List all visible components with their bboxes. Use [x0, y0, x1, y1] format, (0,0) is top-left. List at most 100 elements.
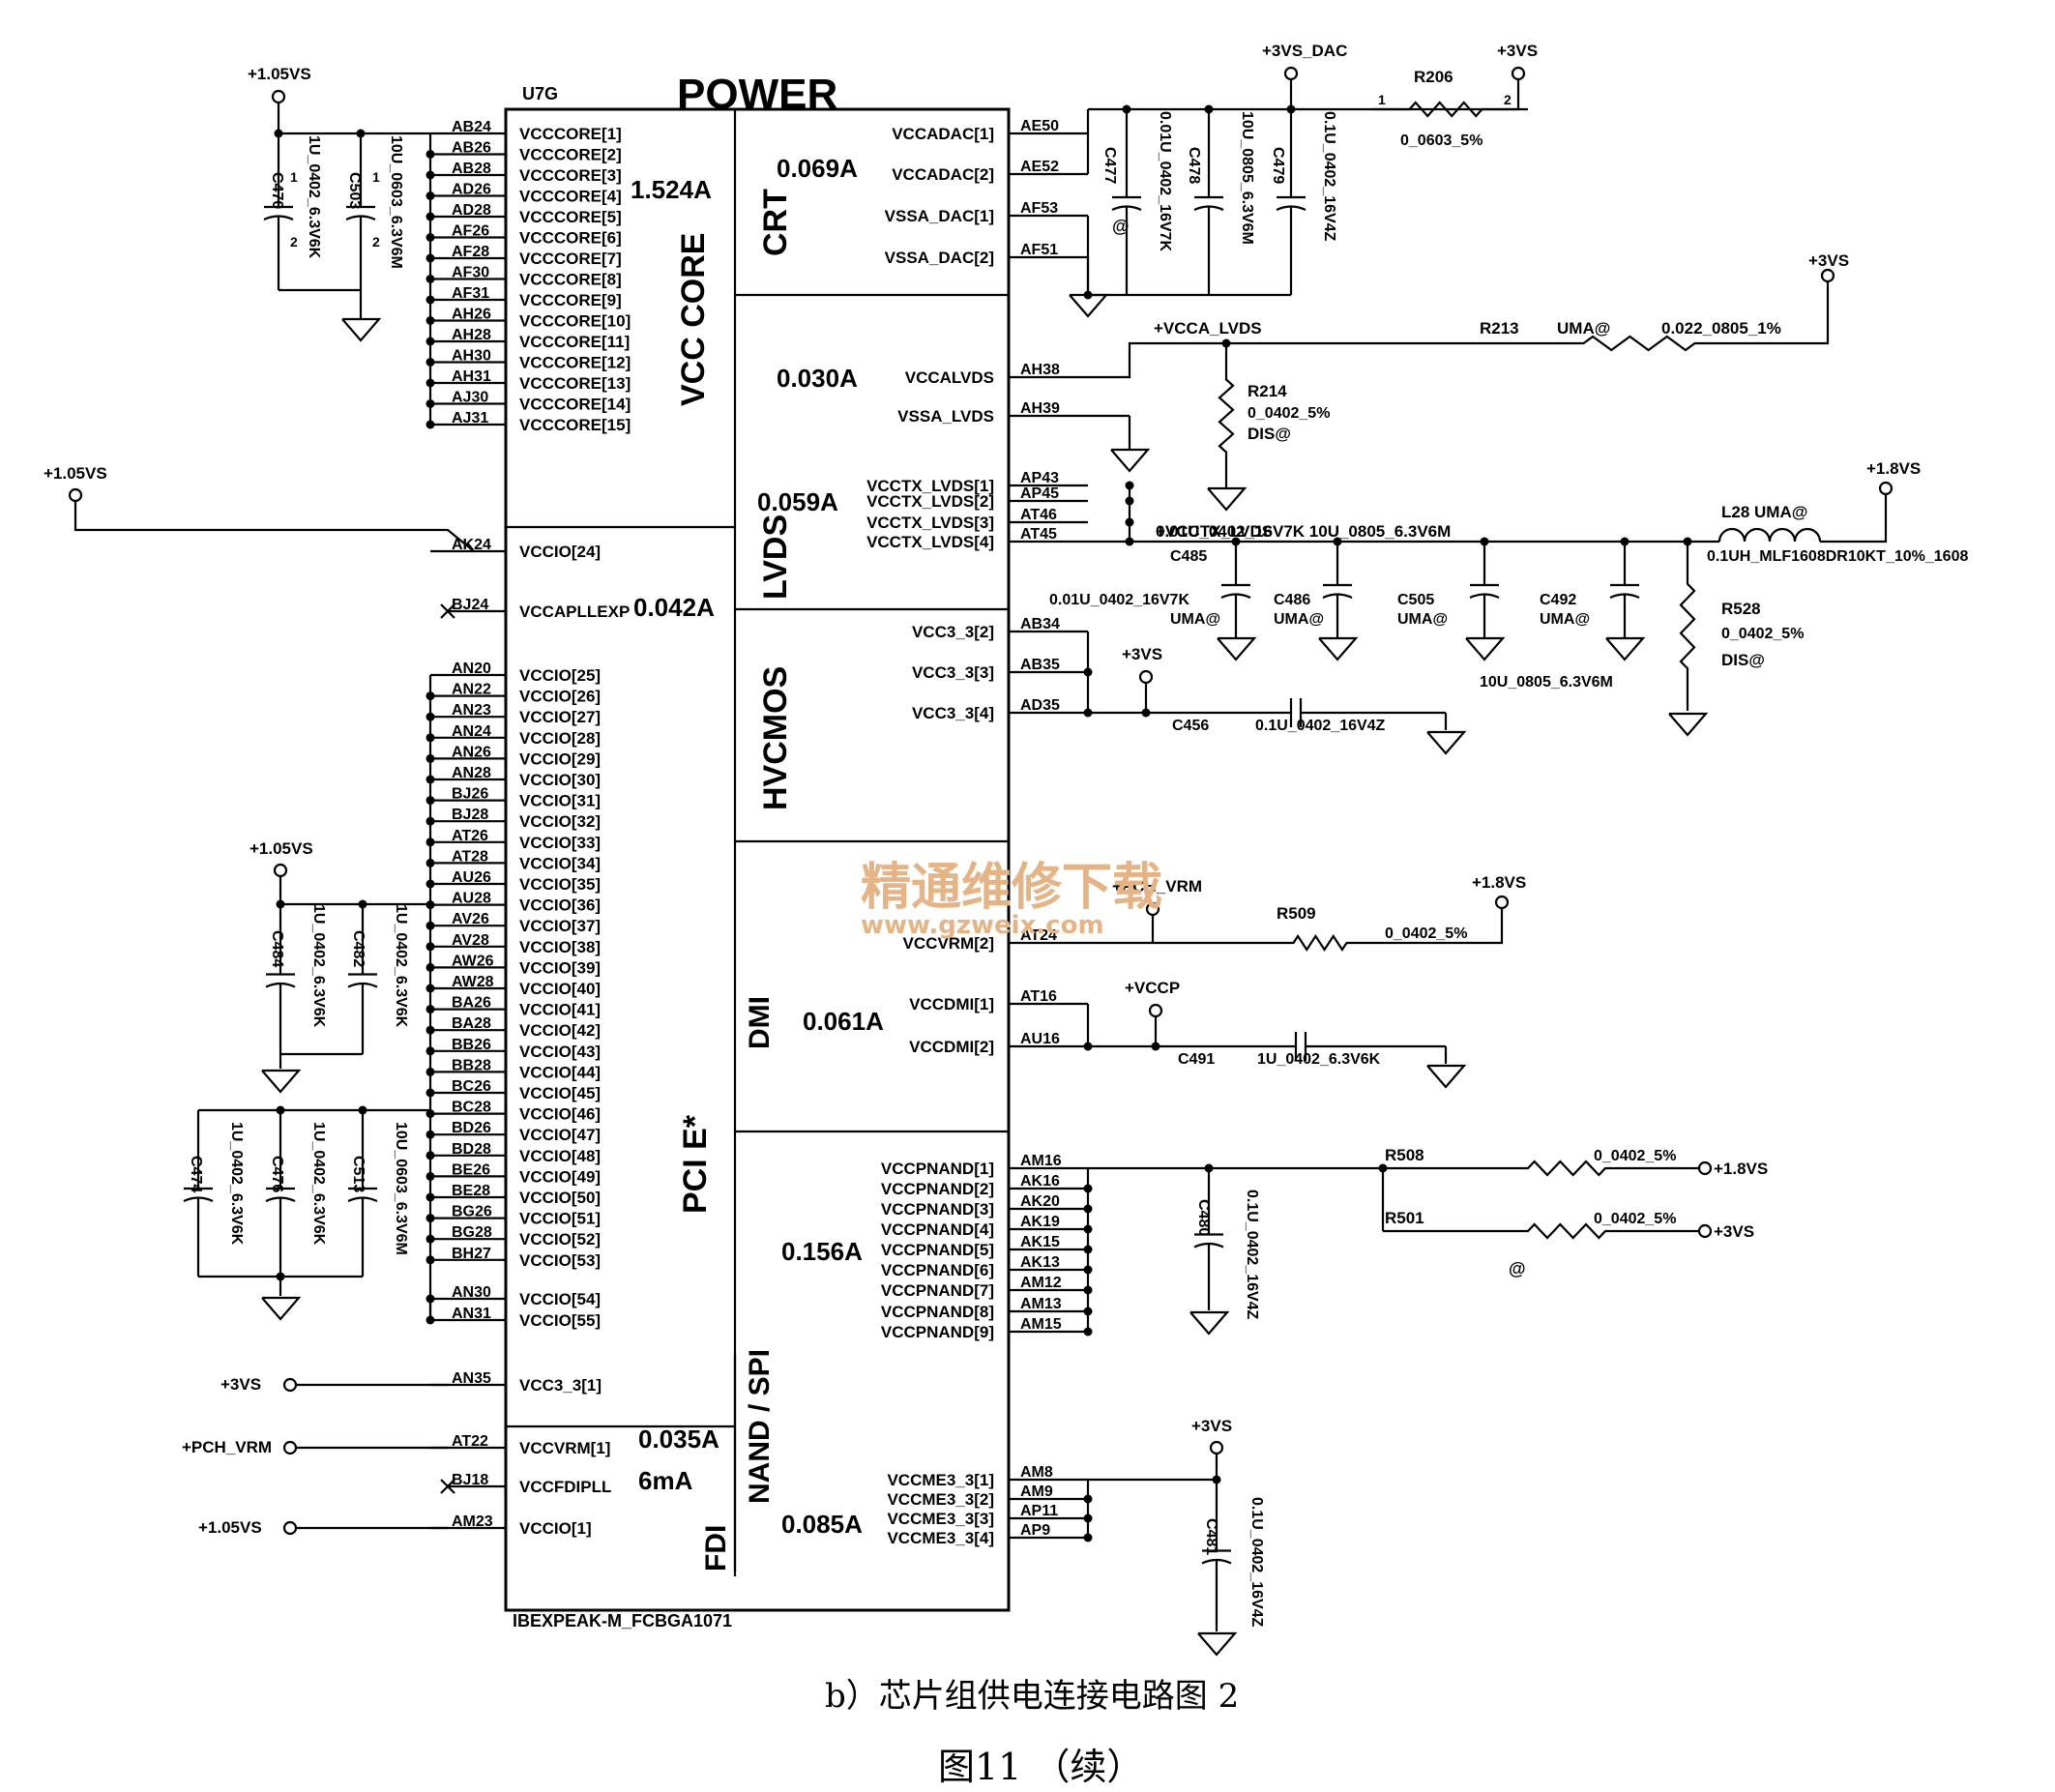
junction — [1083, 1184, 1093, 1193]
vccio-bus-junction — [426, 984, 435, 993]
pin-ball-AT45: AT45 — [1020, 526, 1057, 543]
chip-title: POWER — [677, 71, 837, 118]
pin-ball-BA26: BA26 — [452, 995, 491, 1012]
rail-105-a: +1.05VS — [248, 65, 311, 83]
section-crt: CRT — [757, 189, 794, 256]
vccio-bus-junction — [426, 775, 435, 784]
r501-ref: R501 — [1385, 1209, 1424, 1227]
vccio-bus-junction — [426, 1005, 435, 1014]
pin-name-BD26: VCCIO[47] — [519, 1126, 601, 1144]
c477-value: 0.01U_0402_16V7K — [1157, 111, 1173, 251]
current-nand: 0.156A — [781, 1237, 863, 1266]
r509-value: 0_0402_5% — [1385, 925, 1467, 942]
rail-105-c-terminal — [273, 863, 288, 878]
vccio-bus-junction — [426, 858, 435, 867]
pin-ball-BD28: BD28 — [452, 1141, 491, 1158]
vccio-bus-junction — [426, 1067, 435, 1076]
rail-3-a: +3VS — [220, 1375, 261, 1394]
c486-capacitor — [1322, 542, 1353, 638]
pin-ball-AT28: AT28 — [452, 848, 488, 865]
core-bus-junction — [426, 295, 435, 305]
pin-ball-BE28: BE28 — [452, 1183, 490, 1199]
vccio-bus-junction — [426, 962, 435, 972]
pin-ball-AK15: AK15 — [1020, 1234, 1060, 1250]
junction — [1125, 537, 1134, 546]
pin-name-AE50: VCCADAC[1] — [892, 125, 994, 143]
pin-ball-AT24: AT24 — [1020, 927, 1057, 944]
r213-value: 0.022_0805_1% — [1661, 319, 1781, 338]
pin-ball-AJ31: AJ31 — [452, 410, 488, 426]
vccio-bus-junction — [426, 1025, 435, 1035]
pin-name-AV28: VCCIO[38] — [519, 938, 601, 956]
pin-name-AT28: VCCIO[34] — [519, 854, 601, 872]
pin-ball-AM13: AM13 — [1020, 1296, 1062, 1312]
junction — [1125, 496, 1134, 506]
pin-name-AB35: VCC3_3[3] — [912, 663, 994, 682]
pin-name-BD28: VCCIO[48] — [519, 1147, 601, 1165]
label: 1 — [1378, 92, 1386, 107]
pin-ball-AU26: AU26 — [452, 869, 491, 886]
r206-resistor — [1373, 101, 1518, 118]
r509-ref: R509 — [1277, 904, 1316, 923]
pin-name-AU26: VCCIO[35] — [519, 875, 601, 894]
ground-vccio-a — [261, 1069, 302, 1094]
pin-ball-AM15: AM15 — [1020, 1316, 1062, 1333]
ground-r214 — [1207, 486, 1248, 512]
core-bus-junction — [426, 378, 435, 388]
r509-resistor — [1267, 933, 1373, 953]
pin-ball-AT22: AT22 — [452, 1433, 488, 1450]
c480-capacitor — [1193, 1168, 1224, 1310]
pin-ball-AN22: AN22 — [452, 682, 491, 698]
c478-ref: C478 — [1186, 147, 1202, 184]
current-me: 0.085A — [781, 1510, 863, 1539]
pin-name-AE52: VCCADAC[2] — [892, 165, 994, 184]
rail-18-b: +1.8VS — [1472, 873, 1526, 892]
pin-ball-BG28: BG28 — [452, 1224, 492, 1241]
junction — [1125, 517, 1134, 527]
pin-ball-AB26: AB26 — [452, 140, 491, 157]
rail-vccp: +VCCP — [1125, 979, 1180, 997]
section-hvcmos: HVCMOS — [757, 666, 794, 810]
rail-105-b-terminal — [68, 487, 83, 503]
pin-name-AT46: VCCTX_LVDS[3] — [866, 514, 994, 532]
pin-ball-AN31: AN31 — [452, 1306, 491, 1322]
pin-ball-AV26: AV26 — [452, 911, 489, 927]
vccio-bus-junction — [426, 1214, 435, 1223]
r213-resistor — [1528, 335, 1750, 352]
pin-ball-AW28: AW28 — [452, 974, 494, 990]
pin-name-BJ24: VCCAPLLEXP — [519, 602, 630, 621]
r508-value: 0_0402_5% — [1594, 1148, 1676, 1164]
vccio-bus-junction — [426, 1294, 435, 1304]
pin-ball-AH39: AH39 — [1020, 400, 1060, 417]
wire — [1088, 341, 1528, 379]
pin-ball-AN20: AN20 — [452, 661, 491, 677]
pin-name-AN31: VCCIO[55] — [519, 1311, 601, 1330]
core-bus-junction — [426, 212, 435, 221]
c456-value: 0.1U_0402_16V4Z — [1255, 718, 1386, 734]
r501-tag: @ — [1509, 1259, 1526, 1278]
pin-ball-AF28: AF28 — [452, 244, 489, 260]
pin-ball-AK20: AK20 — [1020, 1193, 1060, 1210]
pin-ball-BB26: BB26 — [452, 1037, 491, 1053]
current-core: 1.524A — [631, 175, 712, 204]
core-bus-junction — [426, 191, 435, 200]
pin-ball-BC28: BC28 — [452, 1100, 491, 1116]
r213-ref: R213 — [1480, 319, 1519, 338]
r501-resistor — [1489, 1222, 1644, 1240]
pin-name-BJ28: VCCIO[32] — [519, 812, 601, 831]
pin-ball-AP43: AP43 — [1020, 470, 1059, 486]
pin-name-AU16: VCCDMI[2] — [909, 1038, 994, 1056]
rail-3-e: +3VS — [1714, 1222, 1754, 1241]
pin-name-AP9: VCCME3_3[4] — [887, 1529, 994, 1547]
pin-name-AN20: VCCIO[25] — [519, 666, 601, 685]
pin-name-BJ18: VCCFDIPLL — [519, 1478, 611, 1496]
pin-name-AM9: VCCME3_3[2] — [887, 1490, 994, 1509]
pin-name-AP11: VCCME3_3[3] — [887, 1510, 994, 1528]
rail-105-d: +1.05VS — [198, 1518, 262, 1537]
c476-ref: C476 — [269, 1156, 285, 1192]
core-bus-junction — [426, 233, 435, 242]
c474-capacitor — [183, 1110, 214, 1277]
pin-ball-BD26: BD26 — [452, 1120, 491, 1136]
